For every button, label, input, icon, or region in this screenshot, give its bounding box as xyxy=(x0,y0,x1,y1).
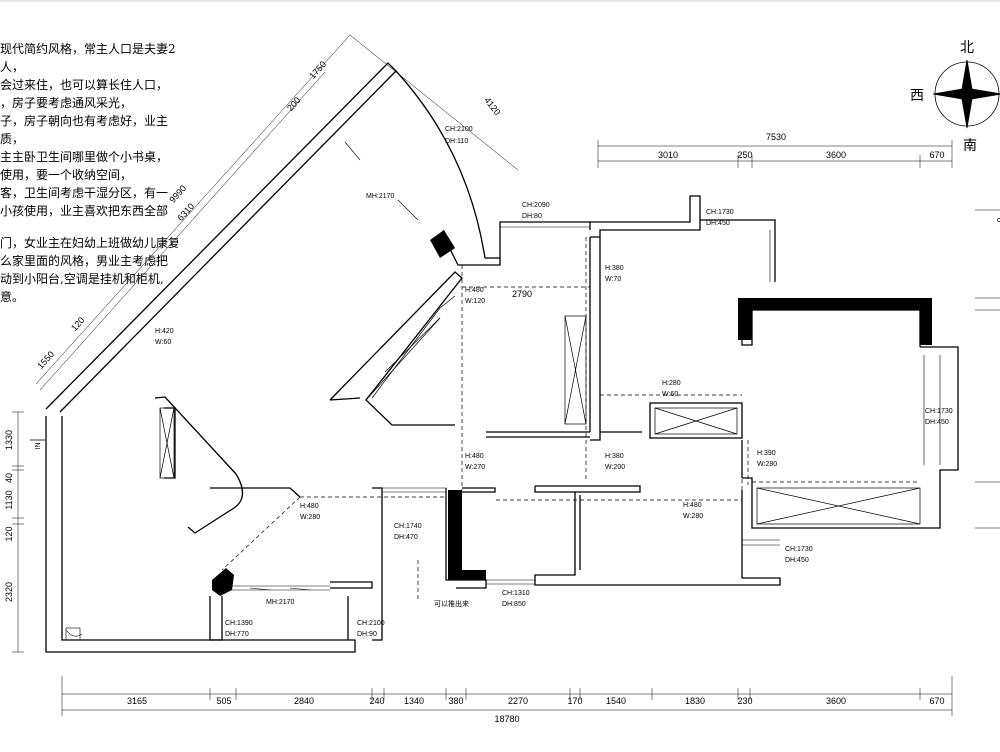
label-h280: H:280 xyxy=(662,380,681,387)
opening-labels: CH:2100 DH:110 MH:2170 CH:2090 DH:80 CH:… xyxy=(30,126,953,638)
label-dh110: DH:110 xyxy=(445,138,468,145)
compass-north: 北 xyxy=(960,40,974,56)
label-h480-mid-h: H:480 xyxy=(683,502,702,509)
label-w60: W:60 xyxy=(155,339,171,346)
doors xyxy=(65,141,419,641)
dim-top-2: 250 xyxy=(737,150,752,160)
dim-bottom-9: 1540 xyxy=(606,696,626,706)
label-dh770: DH:770 xyxy=(225,631,249,638)
note-line: 质， xyxy=(0,132,25,146)
note-line: 意。 xyxy=(0,290,25,304)
dim-right-1: 0 xyxy=(995,217,1000,222)
dimension-lines xyxy=(12,34,1000,716)
dim-room-width: 2790 xyxy=(512,289,532,299)
walls xyxy=(45,62,959,653)
label-pull-out: 可以推出来 xyxy=(434,599,469,608)
label-dh80: DH:80 xyxy=(522,213,542,220)
label-w280: W:280 xyxy=(757,461,777,468)
dim-diag-4120: 4120 xyxy=(482,95,502,117)
label-ch2090: CH:2090 xyxy=(522,202,550,209)
label-dh450-bottom: DH:450 xyxy=(785,557,809,564)
dim-bottom-11: 230 xyxy=(737,696,752,706)
label-ch2100: CH:2100 xyxy=(445,126,473,133)
label-mh2170-top: MH:2170 xyxy=(366,193,395,200)
dim-bottom-7: 2270 xyxy=(508,696,528,706)
compass-west: 西 xyxy=(910,88,924,104)
label-h480-mid-w: W:280 xyxy=(683,513,703,520)
label-h480-w120-h: H:480 xyxy=(465,287,484,294)
note-line: 会过来住，也可以算长住人口， xyxy=(0,78,169,92)
dim-bottom-total: 18780 xyxy=(494,714,519,724)
dim-top-3: 3600 xyxy=(826,150,846,160)
label-h380-w200-w: W:200 xyxy=(605,464,625,471)
dim-left-3: 1130 xyxy=(4,490,14,509)
dim-diag-200: 200 xyxy=(285,95,302,113)
label-w60-b: W:60 xyxy=(662,391,678,398)
label-h390: H:390 xyxy=(757,450,776,457)
dim-left-4: 120 xyxy=(4,526,14,541)
label-h480-left-h: H:480 xyxy=(300,503,319,510)
dim-bottom-8: 170 xyxy=(567,696,582,706)
beam-lines xyxy=(221,237,920,600)
label-ch2100-b: CH:2100 xyxy=(357,620,385,627)
label-ch1730-top: CH:1730 xyxy=(706,209,734,216)
dim-bottom-5: 1340 xyxy=(404,696,424,706)
cabinets xyxy=(159,295,921,525)
label-dh450-top: DH:450 xyxy=(706,220,730,227)
dim-top-total: 7530 xyxy=(766,132,786,142)
label-dh450-right: DH:450 xyxy=(925,419,949,426)
label-h420: H:420 xyxy=(155,328,174,335)
label-ch1730-right: CH:1730 xyxy=(925,408,953,415)
dim-bottom-1: 3165 xyxy=(127,696,147,706)
structural-columns xyxy=(212,230,932,596)
dim-bottom-12: 3600 xyxy=(826,696,846,706)
label-h380-w200-h: H:380 xyxy=(605,453,624,460)
dim-bottom-10: 1830 xyxy=(685,696,705,706)
dim-top-4: 670 xyxy=(929,150,944,160)
note-line: 么家里面的风格，男业主考虑把 xyxy=(0,254,169,268)
label-dh850: DH:850 xyxy=(502,601,526,608)
label-ch1310: CH:1310 xyxy=(502,590,530,597)
note-line: 主主卧卫生间哪里做个小书桌， xyxy=(0,150,169,164)
label-h380: H:380 xyxy=(605,265,624,272)
label-h480-w270-h: H:480 xyxy=(465,453,484,460)
label-dh470: DH:470 xyxy=(394,534,418,541)
dim-bottom-2: 505 xyxy=(216,696,231,706)
label-h480-w120-w: W:120 xyxy=(465,298,485,305)
label-ch1740: CH:1740 xyxy=(394,523,422,530)
label-h480-w270-w: W:270 xyxy=(465,464,485,471)
note-line: 使用，要一个收纳空间， xyxy=(0,168,133,182)
label-dh90: DH:90 xyxy=(357,631,377,638)
dim-diag-120: 120 xyxy=(69,315,86,333)
note-line: 子，房子朝向也有考虑好，业主 xyxy=(0,114,169,128)
dim-left-1: 1330 xyxy=(4,430,14,450)
dim-bottom-6: 380 xyxy=(448,696,463,706)
label-entry: ΙΝ xyxy=(35,443,42,450)
label-w70: W:70 xyxy=(605,276,621,283)
dim-left-5: 2320 xyxy=(4,582,14,602)
dim-top-1: 3010 xyxy=(658,150,678,160)
dim-bottom-3: 2840 xyxy=(294,696,314,706)
label-mh2170-bottom: MH:2170 xyxy=(266,599,295,606)
note-line: 门，女业主在妇幼上班做幼儿康复 xyxy=(0,236,178,250)
dim-diag-1550: 1550 xyxy=(35,349,56,371)
note-line: 客，卫生间考虑干湿分区，有一 xyxy=(0,186,169,200)
design-notes: 现代简约风格，常主人口是夫妻2 人， 会过来住，也可以算长住人口， ，房子要考虑… xyxy=(0,40,178,306)
dim-bottom-13: 670 xyxy=(929,696,944,706)
label-h480-left-w: W:280 xyxy=(300,514,320,521)
note-line: 小孩使用，业主喜欢把东西全部 xyxy=(0,204,169,218)
compass-icon xyxy=(932,59,1000,129)
dim-left-2: 40 xyxy=(4,473,14,483)
dim-bottom-4: 240 xyxy=(369,696,384,706)
note-line: ，房子要考虑通风采光， xyxy=(0,96,133,110)
note-line: 人， xyxy=(0,60,25,74)
label-ch1730-bottom: CH:1730 xyxy=(785,546,813,553)
note-line: 动到小阳台,空调是挂机和柜机, xyxy=(0,272,164,286)
label-ch1390: CH:1390 xyxy=(225,620,253,627)
note-line: 现代简约风格，常主人口是夫妻2 xyxy=(0,42,176,56)
window-lines xyxy=(61,221,941,591)
compass-south: 南 xyxy=(963,138,977,154)
